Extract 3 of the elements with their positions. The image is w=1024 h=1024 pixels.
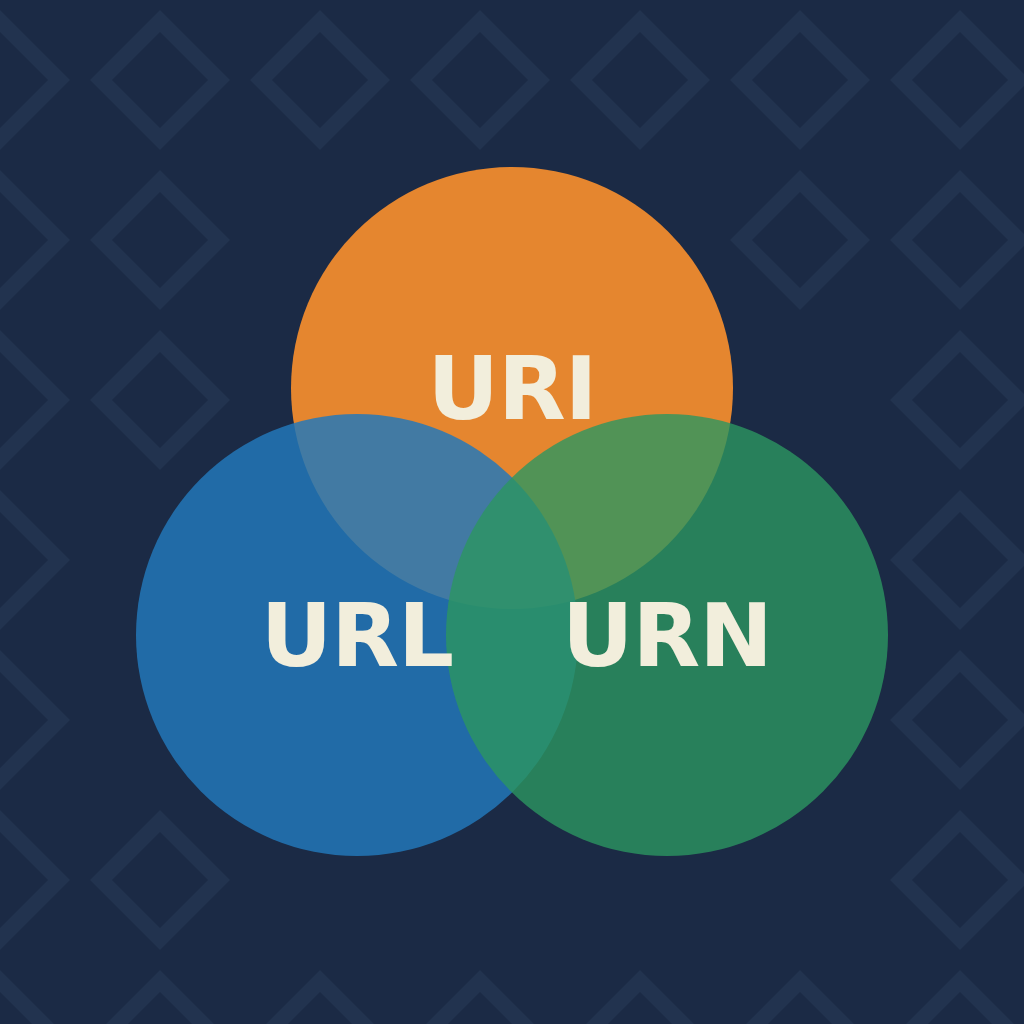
set-label: URL (260, 583, 454, 687)
set-label: URI (427, 336, 597, 440)
set-label: URN (562, 583, 772, 687)
